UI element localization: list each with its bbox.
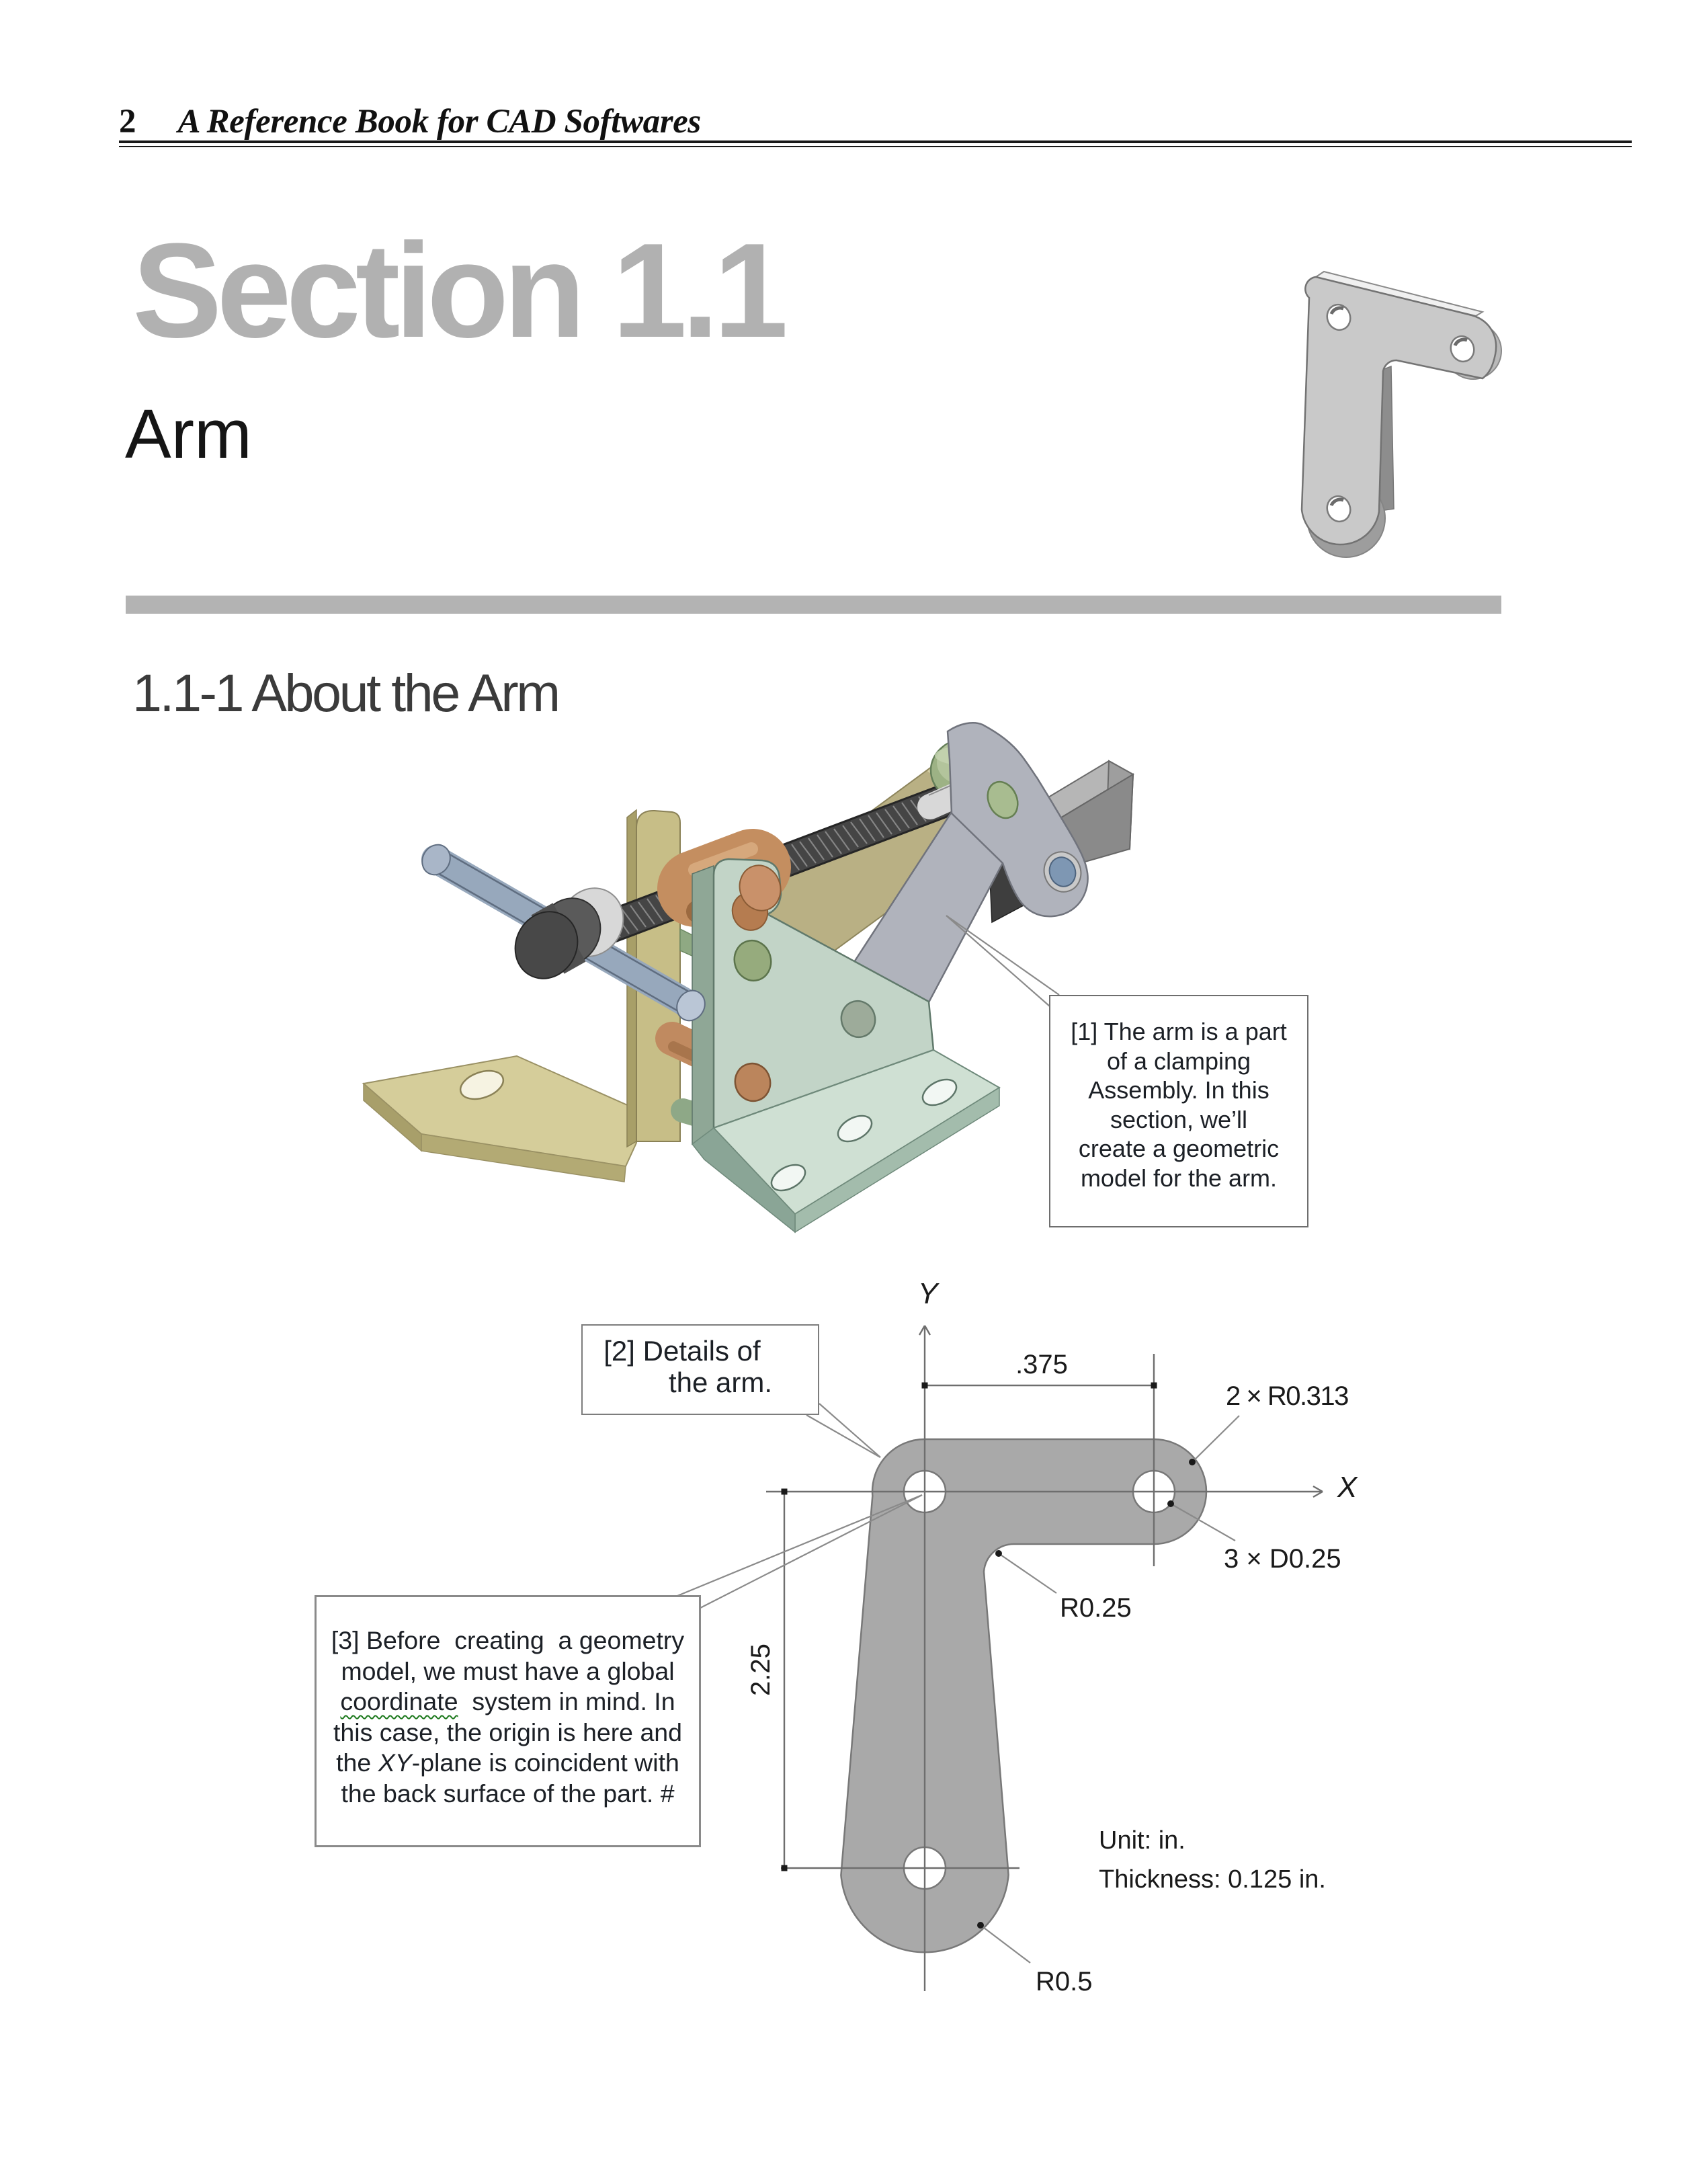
svg-text:Unit: in.: Unit: in.: [1099, 1826, 1185, 1855]
svg-text:2 × R0.313: 2 × R0.313: [1226, 1381, 1348, 1411]
svg-text:3 × D0.25: 3 × D0.25: [1224, 1544, 1341, 1574]
svg-text:R0.25: R0.25: [1060, 1593, 1132, 1623]
svg-text:R0.5: R0.5: [1036, 1967, 1093, 1996]
svg-text:.375: .375: [1015, 1350, 1068, 1379]
svg-text:Thickness: 0.125 in.: Thickness: 0.125 in.: [1099, 1865, 1326, 1894]
svg-text:2.25: 2.25: [746, 1644, 776, 1696]
svg-text:Y: Y: [918, 1277, 940, 1310]
svg-text:X: X: [1337, 1471, 1358, 1504]
